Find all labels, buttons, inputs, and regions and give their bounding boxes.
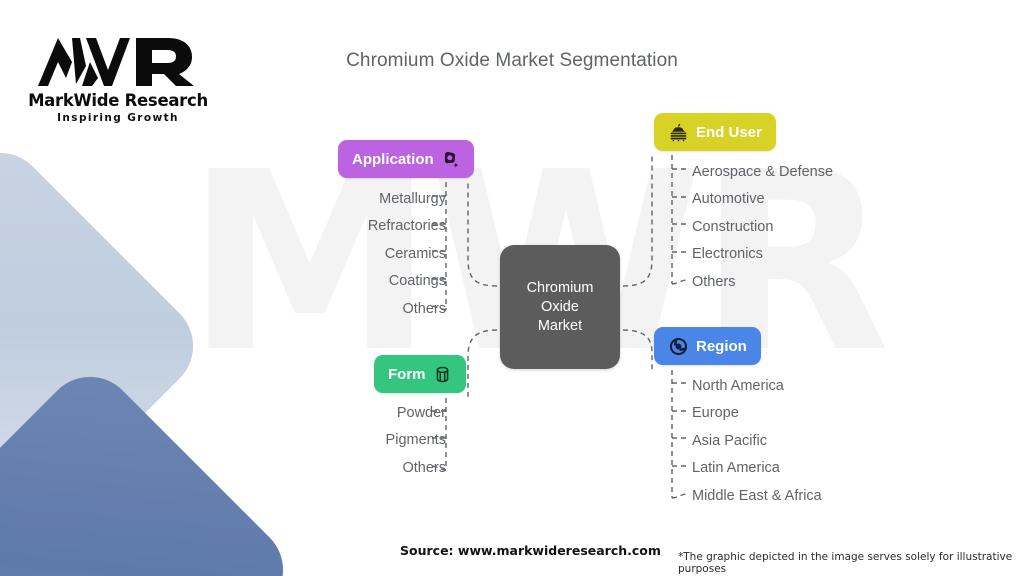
globe-icon <box>668 336 689 357</box>
link-hub-application <box>467 182 498 287</box>
list-item[interactable]: Middle East & Africa <box>692 487 822 504</box>
branch-badge-application[interactable]: Application <box>338 140 474 178</box>
link-hub-region <box>622 329 653 370</box>
branch-label-region: Region <box>696 337 747 355</box>
link-hub-enduser <box>622 155 653 287</box>
mwr-logo-icon <box>38 38 194 86</box>
page-title: Chromium Oxide Market Segmentation <box>346 50 678 71</box>
center-node[interactable]: Chromium Oxide Market <box>500 245 620 369</box>
list-item[interactable]: Automotive <box>692 191 765 208</box>
center-node-line3: Market <box>537 317 583 334</box>
branch-items-application: Metallurgy Refractories Ceramics Coating… <box>368 186 446 323</box>
brand-name: MarkWide Research <box>28 91 208 110</box>
list-item[interactable]: Ceramics <box>384 245 446 262</box>
gem-icon <box>441 150 460 169</box>
branch-badge-end-user[interactable]: End User <box>654 113 776 151</box>
source-text: Source: www.markwideresearch.com <box>400 543 661 558</box>
list-item[interactable]: Construction <box>692 218 774 235</box>
decorative-shape-light <box>0 133 213 559</box>
list-item[interactable]: Others <box>692 273 736 290</box>
list-item[interactable]: Metallurgy <box>379 191 446 207</box>
list-item[interactable]: Electronics <box>692 246 763 263</box>
branch-badge-region[interactable]: Region <box>654 327 761 365</box>
list-item[interactable]: Latin America <box>692 460 780 477</box>
stub-region-5 <box>671 493 687 499</box>
link-hub-form <box>467 329 498 398</box>
disclaimer-text: *The graphic depicted in the image serve… <box>678 551 1013 575</box>
factory-icon <box>668 122 689 143</box>
list-item[interactable]: Europe <box>692 405 739 422</box>
branch-items-form: Powder Pigments Others <box>386 400 446 482</box>
branch-items-region: North America Europe Asia Pacific Latin … <box>692 373 822 510</box>
list-item[interactable]: Others <box>402 300 446 317</box>
brand-tagline: Inspiring Growth <box>57 112 179 124</box>
cylinder-icon <box>433 365 452 384</box>
list-item[interactable]: Powder <box>396 405 446 421</box>
decorative-shape-dark <box>0 357 303 576</box>
branch-items-end-user: Aerospace & Defense Automotive Construct… <box>692 159 833 296</box>
branch-label-application: Application <box>352 150 434 168</box>
list-item[interactable]: Coatings <box>388 273 446 290</box>
list-item[interactable]: Aerospace & Defense <box>692 164 834 180</box>
center-node-line2: Oxide <box>541 298 579 315</box>
branch-badge-form[interactable]: Form <box>374 355 466 393</box>
list-item[interactable]: Asia Pacific <box>692 432 767 449</box>
list-item[interactable]: Others <box>402 459 446 476</box>
branch-label-end-user: End User <box>696 123 762 141</box>
stub-enduser-5 <box>671 279 687 285</box>
list-item[interactable]: Refractories <box>367 218 446 235</box>
brand-logo: MarkWide Research Inspiring Growth <box>28 32 208 124</box>
list-item[interactable]: North America <box>692 378 784 394</box>
list-item[interactable]: Pigments <box>385 432 446 449</box>
branch-label-form: Form <box>388 365 426 383</box>
center-node-line1: Chromium <box>526 279 594 296</box>
